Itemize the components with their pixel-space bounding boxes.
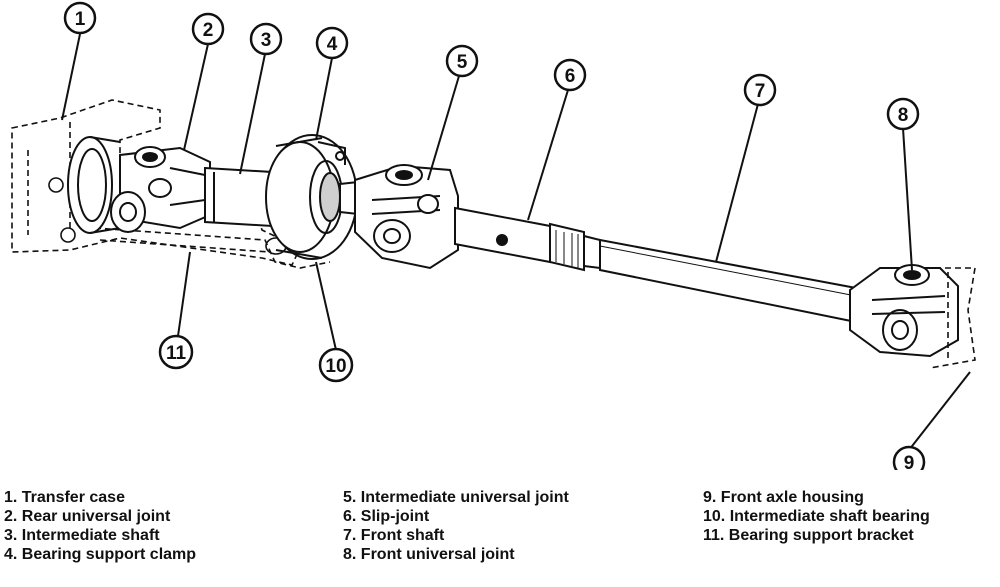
slip-joint <box>454 206 601 272</box>
legend-item-6: 6. Slip-joint <box>343 508 430 525</box>
leader-1 <box>61 33 81 121</box>
legend-item-7: 7. Front shaft <box>343 527 445 544</box>
legend-item-4: 4. Bearing support clamp <box>4 546 197 563</box>
callout-4: 4 <box>315 26 349 60</box>
legend-item-3: 3. Intermediate shaft <box>4 527 160 544</box>
intermediate-shaft <box>204 166 273 228</box>
legend-item-9: 9. Front axle housing <box>703 489 864 506</box>
callout-11: 11 <box>158 334 194 370</box>
bearing-support-clamp <box>317 141 346 165</box>
callout-1: 1 <box>63 1 97 35</box>
leader-8 <box>902 127 913 271</box>
legend-item-5: 5. Intermediate universal joint <box>343 489 569 506</box>
leader-9 <box>908 371 971 451</box>
driveshaft-diagram: 1 2 3 4 5 6 7 8 9 10 11 <box>11 1 976 470</box>
legend-item-2: 2. Rear universal joint <box>4 508 171 525</box>
callout-10: 10 <box>318 347 354 383</box>
legend-column-1: 1. Transfer case 2. Rear universal joint… <box>4 488 196 564</box>
callout-5: 5 <box>445 44 479 78</box>
callout-9: 9 <box>892 445 926 470</box>
callout-8: 8 <box>886 97 920 131</box>
leader-10 <box>315 261 337 351</box>
legend-column-2: 5. Intermediate universal joint 6. Slip-… <box>343 488 569 564</box>
case-bolt-1 <box>48 177 64 193</box>
svg-text:4: 4 <box>327 34 338 55</box>
leader-3 <box>239 53 266 175</box>
rear-universal-joint <box>110 146 211 233</box>
legend-item-11: 11. Bearing support bracket <box>703 527 914 544</box>
intermediate-universal-joint <box>354 164 459 270</box>
rear-flange <box>67 136 121 234</box>
shaft-bearing <box>265 134 358 260</box>
svg-text:7: 7 <box>755 81 766 102</box>
legend-column-3: 9. Front axle housing 10. Intermediate s… <box>703 488 930 545</box>
svg-text:2: 2 <box>203 20 214 41</box>
callout-7: 7 <box>743 73 777 107</box>
leader-11 <box>177 251 191 337</box>
legend-item-8: 8. Front universal joint <box>343 546 515 563</box>
svg-text:8: 8 <box>898 105 909 126</box>
legend-item-1: 1. Transfer case <box>4 489 125 506</box>
leader-6 <box>527 89 569 221</box>
front-shaft <box>599 238 857 324</box>
svg-text:1: 1 <box>75 9 86 30</box>
svg-text:5: 5 <box>457 52 468 73</box>
leader-4 <box>315 57 333 141</box>
bearing-support-bracket <box>94 227 331 269</box>
leader-2 <box>183 43 209 151</box>
front-universal-joint <box>849 264 959 358</box>
leader-5 <box>427 75 460 181</box>
legend-item-10: 10. Intermediate shaft bearing <box>703 508 930 525</box>
svg-text:3: 3 <box>261 30 272 51</box>
case-bolt-2 <box>60 227 76 243</box>
svg-text:10: 10 <box>325 356 346 377</box>
callout-6: 6 <box>553 58 587 92</box>
callout-3: 3 <box>249 22 283 56</box>
svg-text:9: 9 <box>904 453 915 470</box>
callout-2: 2 <box>191 12 225 46</box>
leader-7 <box>715 103 759 263</box>
svg-text:11: 11 <box>166 343 187 364</box>
svg-text:6: 6 <box>565 66 576 87</box>
front-axle-housing <box>929 267 976 369</box>
